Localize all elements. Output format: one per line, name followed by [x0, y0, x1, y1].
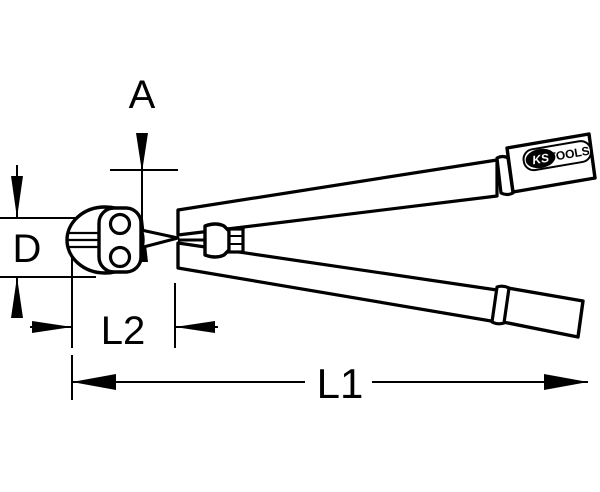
arrowhead-l1-right	[544, 374, 588, 390]
upper-arm	[176, 158, 499, 237]
dimension-label-l1: L1	[317, 360, 364, 407]
dimension-arrowheads	[11, 133, 588, 390]
dimension-label-a: A	[129, 73, 156, 117]
rivet-upper	[108, 212, 132, 236]
arrowhead-d-down	[11, 176, 23, 218]
arrowhead-d-up	[11, 277, 23, 318]
arrowhead-l2-right	[175, 321, 215, 333]
pivot-knob	[203, 222, 231, 259]
ks-tools-logo: KS TOOLS	[522, 140, 593, 172]
lower-grip	[501, 286, 585, 339]
rivet-lower	[108, 245, 132, 269]
dimension-label-d: D	[13, 227, 42, 271]
arrowhead-l1-left	[72, 374, 116, 390]
arrowhead-l2-left	[32, 321, 72, 333]
pivot-link-block	[227, 227, 245, 254]
upper-grip-collar	[495, 154, 515, 197]
logo-ks-text: KS	[531, 151, 550, 168]
logo-tools-text: TOOLS	[548, 144, 591, 165]
pivot-link-knurls	[229, 235, 243, 245]
lower-grip-collar	[490, 284, 511, 326]
logo-ks-mark-background	[525, 148, 556, 169]
arrowhead-a-down	[136, 133, 148, 172]
dimension-label-l2: L2	[101, 309, 146, 353]
